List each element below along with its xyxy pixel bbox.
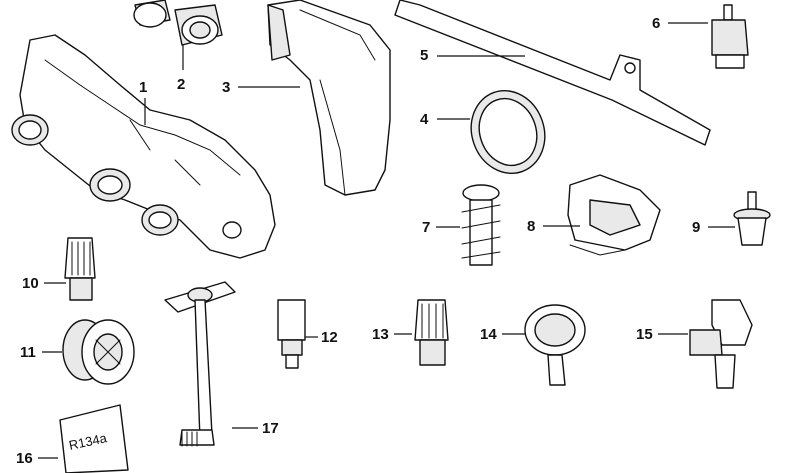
part-10-valve-cap — [64, 237, 96, 301]
callout-13: 13 — [372, 326, 412, 343]
part-3-cover-shroud — [267, 0, 391, 196]
callout-7: 7 — [422, 219, 460, 236]
part-2-grommets — [133, 0, 223, 46]
callout-10-number: 10 — [22, 275, 39, 292]
callout-11-number: 11 — [20, 344, 36, 361]
part-5-bracket-strap — [394, 0, 711, 146]
callout-8-number: 8 — [527, 218, 535, 235]
callout-17-number: 17 — [262, 420, 279, 437]
callout-8: 8 — [527, 218, 580, 235]
part-15-clip — [689, 299, 753, 389]
callout-4: 4 — [420, 111, 470, 128]
part-13-valve-cap — [414, 299, 449, 366]
part-17-pipe-bracket — [164, 281, 236, 447]
callout-10: 10 — [22, 275, 66, 292]
callout-1-number: 1 — [139, 79, 147, 96]
callout-6-number: 6 — [652, 15, 660, 32]
callout-14-number: 14 — [480, 326, 497, 343]
callout-15: 15 — [636, 326, 688, 343]
callout-12-number: 12 — [321, 329, 338, 346]
callout-6: 6 — [652, 15, 708, 32]
callout-11: 11 — [20, 344, 62, 361]
part-12-sensor-plug — [277, 299, 306, 369]
callout-7-number: 7 — [422, 219, 430, 236]
part-6-stud-mount — [711, 4, 749, 69]
part-11-grommet — [62, 319, 135, 385]
part-4-sealing-ring — [470, 89, 546, 175]
callout-4-number: 4 — [420, 111, 429, 128]
callout-16: 16 — [16, 450, 58, 467]
callout-2: 2 — [177, 45, 185, 93]
callout-1: 1 — [139, 79, 147, 125]
callout-3: 3 — [222, 79, 300, 96]
callout-17: 17 — [232, 420, 279, 437]
callout-5: 5 — [420, 47, 525, 64]
part-8-pipe-clip — [567, 174, 661, 256]
callout-9: 9 — [692, 219, 735, 236]
callout-15-number: 15 — [636, 326, 653, 343]
callout-16-number: 16 — [16, 450, 33, 467]
callout-14: 14 — [480, 326, 525, 343]
callout-12: 12 — [305, 329, 338, 346]
callout-3-number: 3 — [222, 79, 230, 96]
callout-9-number: 9 — [692, 219, 700, 236]
part-1-pipe-manifold — [11, 34, 276, 259]
part-7-spiral-clip — [461, 184, 501, 266]
callout-5-number: 5 — [420, 47, 428, 64]
part-14-hose-clamp — [524, 304, 586, 386]
callout-13-number: 13 — [372, 326, 389, 343]
callout-2-number: 2 — [177, 76, 185, 93]
part-9-push-rivet — [733, 191, 771, 246]
part-16-refrigerant-label: R134a — [59, 404, 129, 473]
